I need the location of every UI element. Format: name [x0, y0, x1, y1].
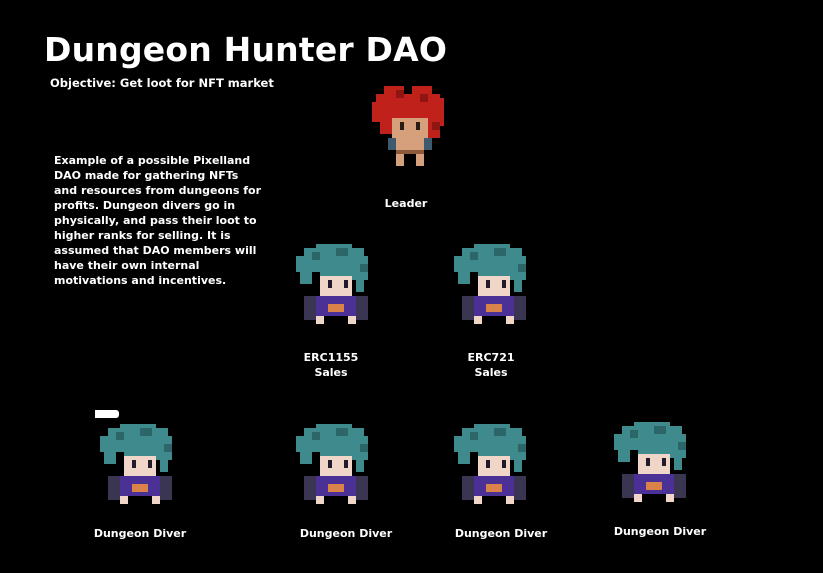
page-title: Dungeon Hunter DAO — [44, 30, 448, 69]
erc1155-label-line1: ERC1155 — [303, 351, 359, 364]
objective-text: Objective: Get loot for NFT market — [50, 76, 274, 90]
erc721-label-line2: Sales — [474, 366, 508, 379]
dungeon-diver-label: Dungeon Diver — [299, 527, 393, 540]
dungeon-diver-sprite-icon — [614, 422, 686, 502]
description-text: Example of a possible Pixelland DAO made… — [54, 154, 262, 287]
dungeon-diver-label: Dungeon Diver — [613, 525, 707, 538]
leader-sprite-icon — [372, 86, 444, 166]
erc721-sales-sprite-icon — [454, 244, 526, 324]
erc1155-label-line2: Sales — [314, 366, 348, 379]
erc1155-sales-label: ERC1155 Sales — [271, 350, 391, 380]
dungeon-diver-label: Dungeon Diver — [93, 527, 187, 540]
dungeon-diver-sprite-icon — [296, 424, 368, 504]
dungeon-diver-label: Dungeon Diver — [454, 527, 548, 540]
dungeon-diver-sprite-icon — [100, 424, 172, 504]
erc721-label-line1: ERC721 — [467, 351, 515, 364]
leader-label: Leader — [384, 197, 428, 210]
tab-marker-icon — [95, 410, 119, 418]
erc1155-sales-sprite-icon — [296, 244, 368, 324]
dungeon-diver-sprite-icon — [454, 424, 526, 504]
erc721-sales-label: ERC721 Sales — [431, 350, 551, 380]
